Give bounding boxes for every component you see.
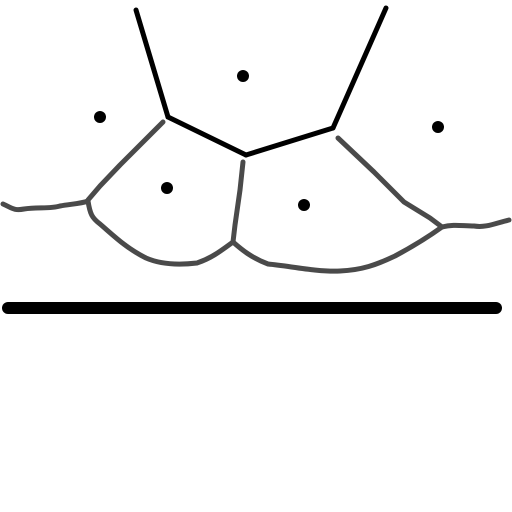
black-edge-right-segment	[243, 125, 336, 158]
site-point-center-left	[161, 182, 173, 194]
gray-edge-left-diagonal	[85, 119, 166, 203]
site-point-upper-left	[94, 111, 106, 123]
site-point-center-right	[298, 199, 310, 211]
black-edge-left-ray	[133, 7, 171, 120]
site-point-top	[237, 70, 249, 82]
black-edge-right-ray	[330, 5, 389, 131]
gray-edge-right-lower-curve	[230, 224, 445, 274]
gray-edge-left-lower-curve	[85, 198, 236, 267]
gray-edge-center-vertical	[230, 159, 246, 245]
gray-edge-right-horizon	[439, 217, 512, 230]
gray-edge-right-diagonal	[335, 135, 445, 230]
site-point-upper-right	[432, 121, 444, 133]
black-edge-left-segment	[165, 114, 249, 158]
gray-edge-left-horizon	[0, 198, 91, 213]
